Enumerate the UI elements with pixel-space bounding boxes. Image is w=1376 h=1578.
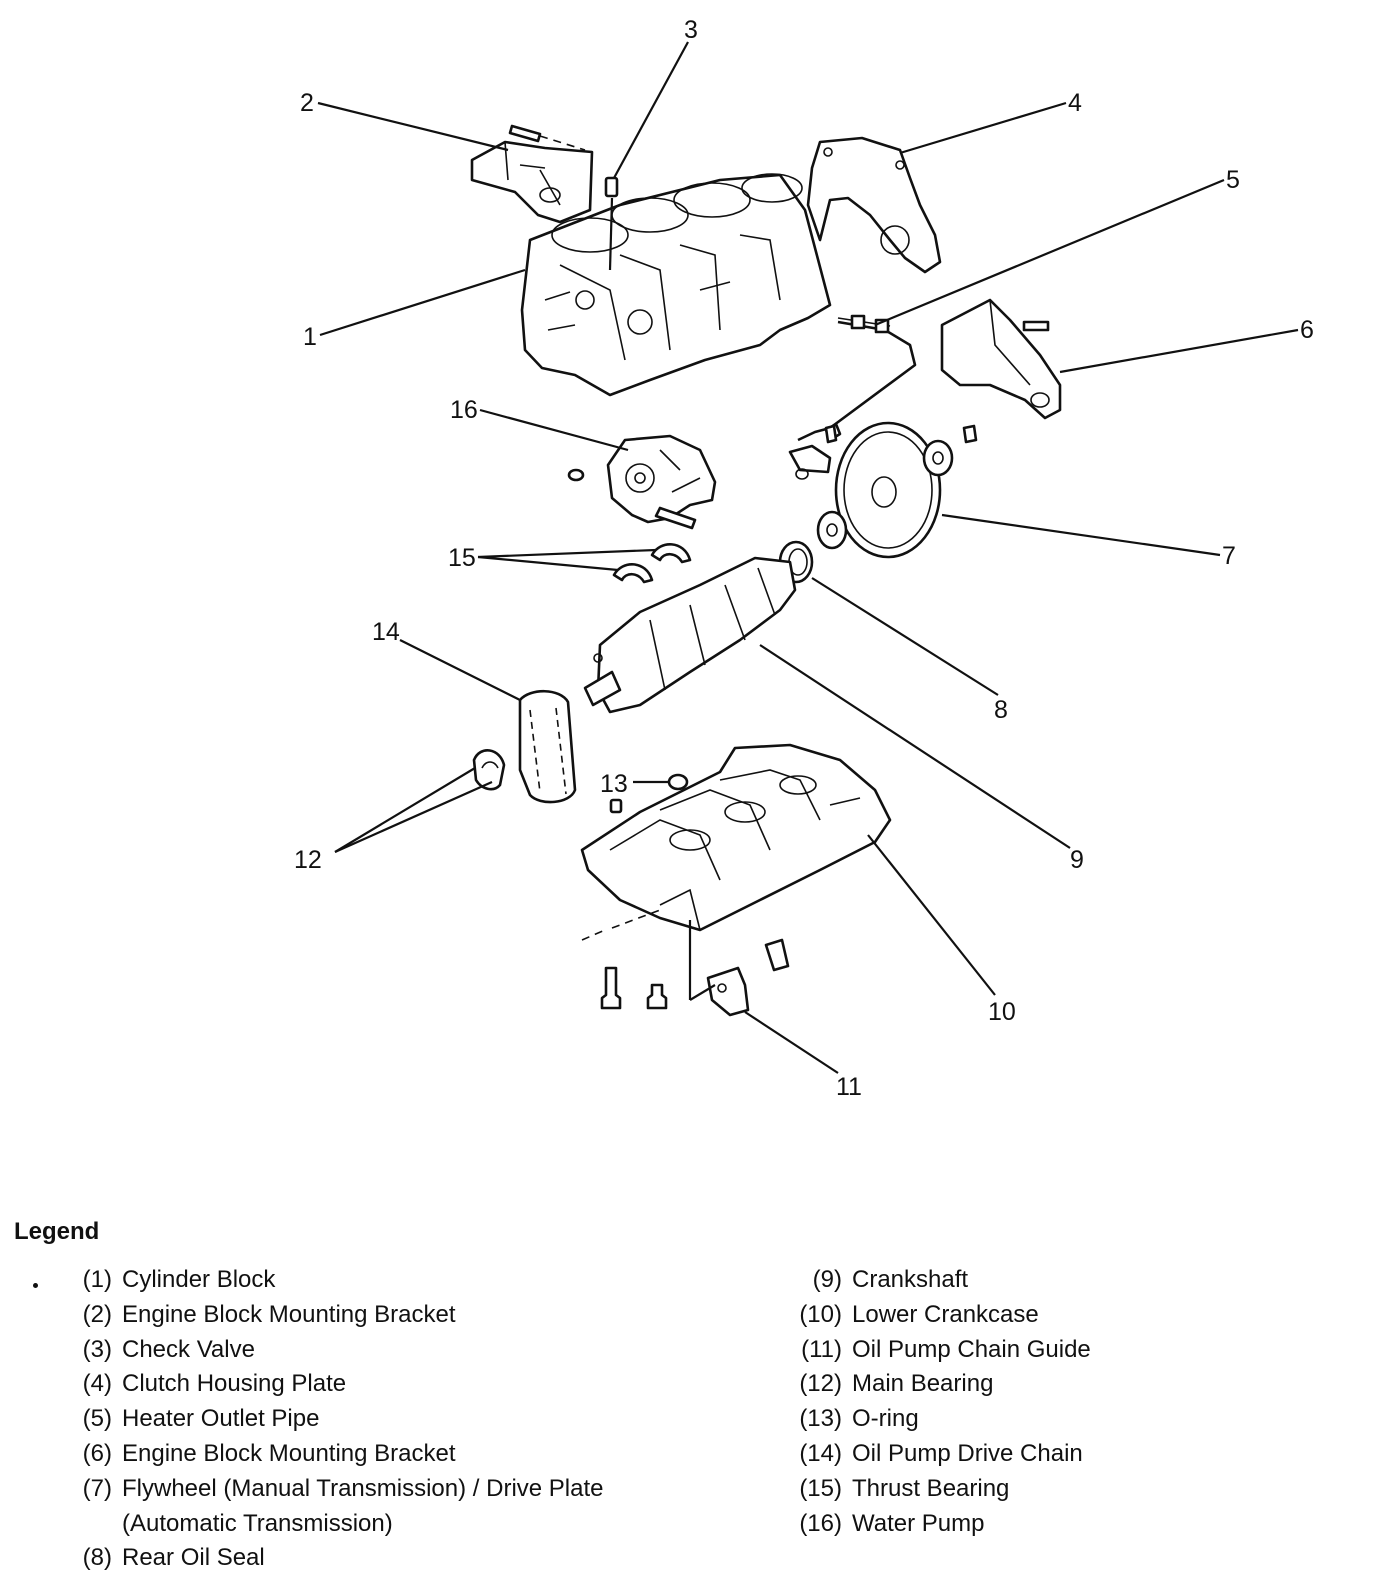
legend-left-column: (1) Cylinder Block (2) Engine Block Mounti… xyxy=(56,1263,612,1576)
legend-item: (10) Lower Crankcase xyxy=(786,1298,1342,1333)
callout-13: 13 xyxy=(600,770,628,798)
legend-item: (8) Rear Oil Seal xyxy=(56,1541,612,1576)
legend-item-number: (16) xyxy=(799,1509,842,1537)
legend-item-number: (14) xyxy=(799,1439,842,1467)
part-thrust-bearing xyxy=(612,543,692,584)
legend-item-label: Crankshaft xyxy=(852,1266,969,1293)
legend-item-label: Engine Block Mounting Bracket xyxy=(122,1300,456,1328)
legend-item-number: (15) xyxy=(799,1474,842,1502)
legend-item-label: Clutch Housing Plate xyxy=(122,1370,347,1398)
legend-title: Legend xyxy=(14,1218,100,1245)
part-flywheel xyxy=(816,421,954,559)
bolt-icon xyxy=(600,938,790,1010)
callout-12: 12 xyxy=(294,846,322,874)
legend-item: (1) Cylinder Block xyxy=(56,1263,612,1298)
legend-item: (16) Water Pump xyxy=(786,1507,1342,1542)
exploded-engine-diagram: 2 3 4 5 1 6 16 7 15 14 8 13 12 9 10 11 xyxy=(294,16,1314,1101)
legend-item-number: (1) xyxy=(82,1266,112,1293)
legend-item: (12) Main Bearing xyxy=(786,1367,1342,1402)
legend-item-label: Oil Pump Drive Chain xyxy=(852,1439,1083,1467)
legend-item-label: Heater Outlet Pipe xyxy=(122,1405,320,1433)
callout-4: 4 xyxy=(1068,89,1082,117)
legend-item-label: Main Bearing xyxy=(852,1370,994,1398)
legend-item-label: Water Pump xyxy=(852,1509,985,1537)
callout-7: 7 xyxy=(1222,542,1236,570)
callout-3: 3 xyxy=(684,16,698,44)
part-water-pump xyxy=(567,434,717,530)
legend-item-number: (12) xyxy=(799,1370,842,1398)
legend-item-number: (7) xyxy=(82,1474,112,1502)
callout-16: 16 xyxy=(450,396,478,424)
legend-item-number: (10) xyxy=(799,1300,842,1328)
legend-item-number: (3) xyxy=(82,1335,112,1363)
legend-item-label: Cylinder Block xyxy=(122,1266,276,1293)
callout-11: 11 xyxy=(836,1073,862,1101)
part-oil-pump-drive-chain xyxy=(518,689,577,804)
callout-6: 6 xyxy=(1300,316,1314,344)
legend-item-number: (9) xyxy=(812,1266,842,1293)
legend-item-number: (5) xyxy=(82,1405,112,1433)
legend-item: (3) Check Valve xyxy=(56,1333,612,1368)
part-o-ring xyxy=(609,773,689,814)
callout-10: 10 xyxy=(988,998,1016,1026)
legend-item: (13) O-ring xyxy=(786,1402,1342,1437)
legend-item-label: Rear Oil Seal xyxy=(122,1544,265,1572)
legend-item-number: (4) xyxy=(82,1370,112,1398)
legend-item: (11) Oil Pump Chain Guide xyxy=(786,1333,1342,1368)
legend-item-label: Check Valve xyxy=(122,1335,255,1363)
legend-item: (2) Engine Block Mounting Bracket xyxy=(56,1298,612,1333)
legend-item-label: Lower Crankcase xyxy=(852,1300,1039,1328)
legend-item-number: (2) xyxy=(82,1300,112,1328)
part-lower-crankcase xyxy=(580,743,892,941)
legend-bullet-dot xyxy=(33,1283,38,1288)
legend-item-label: Engine Block Mounting Bracket xyxy=(122,1439,456,1467)
part-engine-block-mounting-bracket-6 xyxy=(940,298,1062,420)
legend-item: (7) Flywheel (Manual Transmission) / Driv… xyxy=(56,1472,612,1542)
callout-14: 14 xyxy=(372,618,400,646)
callout-2: 2 xyxy=(300,89,314,117)
legend-item: (9) Crankshaft xyxy=(786,1263,1342,1298)
part-main-bearing xyxy=(472,749,506,791)
part-crankshaft xyxy=(583,556,797,714)
part-engine-block-mounting-bracket-2 xyxy=(470,124,594,224)
legend-item: (14) Oil Pump Drive Chain xyxy=(786,1437,1342,1472)
legend-item: (5) Heater Outlet Pipe xyxy=(56,1402,612,1437)
callout-9: 9 xyxy=(1070,846,1084,874)
part-clutch-housing-plate xyxy=(806,136,942,274)
leader-lines xyxy=(317,41,1299,1074)
legend-item-label: O-ring xyxy=(852,1405,919,1433)
part-cylinder-block xyxy=(520,173,832,397)
legend-item-number: (6) xyxy=(82,1439,112,1467)
legend-item-label: Thrust Bearing xyxy=(852,1474,1010,1502)
legend-item: (4) Clutch Housing Plate xyxy=(56,1367,612,1402)
legend-item: (6) Engine Block Mounting Bracket xyxy=(56,1437,612,1472)
callout-15: 15 xyxy=(448,544,476,572)
callout-5: 5 xyxy=(1226,166,1240,194)
legend-item: (15) Thrust Bearing xyxy=(786,1472,1342,1507)
legend-item-number: (8) xyxy=(82,1544,112,1572)
bolt-icon xyxy=(824,424,978,444)
callout-8: 8 xyxy=(994,696,1008,724)
legend-item-number: (13) xyxy=(799,1405,842,1433)
legend-right-column: (9) Crankshaft (10) Lower Crankcase (11) Oi… xyxy=(786,1263,1342,1541)
legend-item-label: Oil Pump Chain Guide xyxy=(852,1335,1091,1363)
part-oil-pump-chain-guide xyxy=(706,966,750,1017)
part-heater-outlet-pipe xyxy=(788,314,917,480)
callout-1: 1 xyxy=(303,323,317,351)
legend-item-label: Flywheel (Manual Transmission) / Drive P… xyxy=(122,1474,604,1537)
part-check-valve xyxy=(604,176,619,198)
legend-item-number: (11) xyxy=(801,1335,842,1363)
